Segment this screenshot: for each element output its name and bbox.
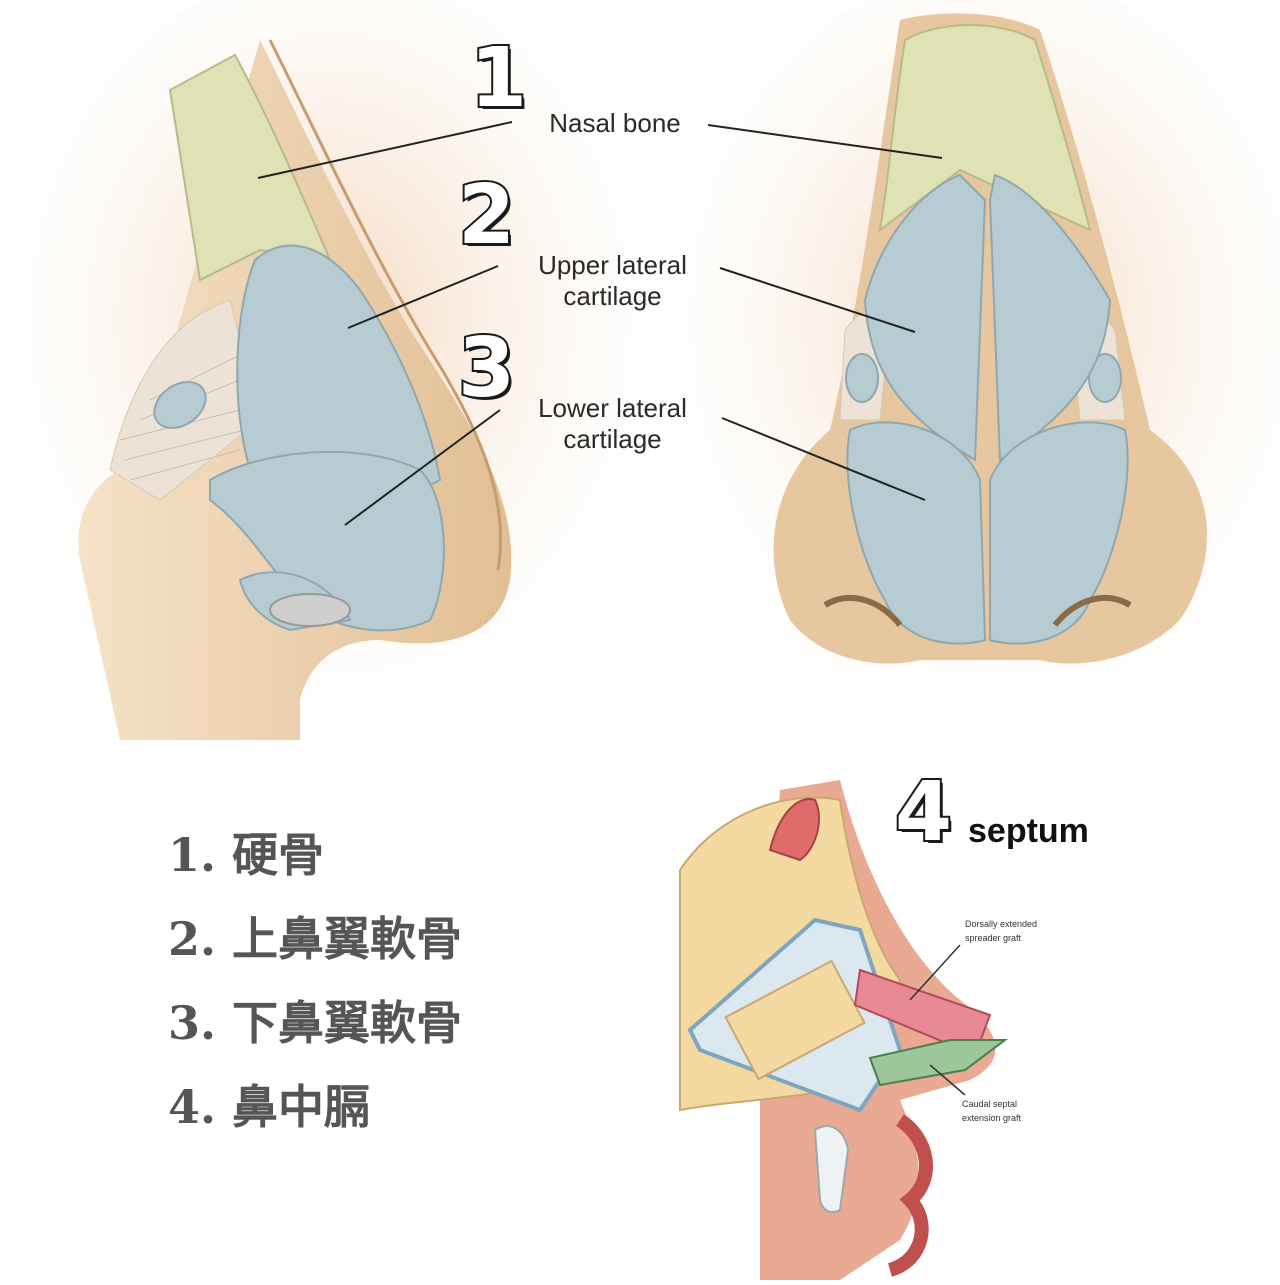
leader-upper-right bbox=[719, 267, 916, 333]
side-sesamoid bbox=[153, 381, 207, 429]
spreader-graft-label-line1: Dorsally extended bbox=[965, 919, 1038, 929]
frontal-sinus bbox=[768, 798, 820, 862]
front-sesamoid-left bbox=[845, 353, 879, 403]
side-skin-edge bbox=[268, 39, 503, 571]
number-4-badge: 4 bbox=[893, 765, 954, 860]
caudal-graft bbox=[868, 1039, 1008, 1087]
spreader-graft-label-line2: spreader graft bbox=[965, 932, 1022, 943]
front-lower-lateral-right bbox=[989, 421, 1129, 645]
number-1-badge: 1 bbox=[468, 31, 529, 126]
front-sesamoid-right bbox=[1088, 353, 1122, 403]
legend-list: 1. 硬骨 2. 上鼻翼軟骨 3. 下鼻翼軟骨 4. 鼻中膈 bbox=[168, 832, 462, 1168]
number-2-badge: 2 bbox=[456, 168, 517, 263]
lower-lateral-label: Lower lateral cartilage bbox=[505, 393, 720, 455]
nasal-bone-label: Nasal bone bbox=[549, 108, 681, 138]
legend-item-2: 2. 上鼻翼軟骨 bbox=[168, 912, 463, 966]
number-3-badge: 3 bbox=[456, 321, 517, 416]
septal-bone-plate bbox=[724, 959, 866, 1081]
legend-item-4: 4. 鼻中膈 bbox=[168, 1080, 371, 1134]
legend-item-3: 3. 下鼻翼軟骨 bbox=[168, 996, 463, 1050]
lower-lateral-label-line1: Lower lateral bbox=[538, 393, 687, 423]
side-nostril bbox=[269, 593, 351, 627]
spreader-graft-label: Dorsally extended spreader graft bbox=[965, 918, 1037, 945]
side-view-nose bbox=[78, 39, 512, 740]
leader-nasal-right bbox=[707, 124, 943, 159]
front-nostril-left bbox=[823, 594, 903, 627]
septum-title: septum bbox=[968, 812, 1089, 850]
upper-lateral-label-line1: Upper lateral bbox=[538, 250, 687, 280]
caudal-graft-label-line2: extension graft bbox=[962, 1112, 1022, 1123]
caudal-graft-label-line1: Caudal septal bbox=[962, 1099, 1018, 1109]
leader-spreader bbox=[909, 944, 961, 1001]
caudal-graft-label: Caudal septal extension graft bbox=[962, 1098, 1021, 1125]
septum-diagram bbox=[668, 780, 1080, 1280]
lower-lateral-label-line2: cartilage bbox=[563, 424, 662, 455]
lips bbox=[887, 1114, 933, 1277]
upper-lateral-label-line2: cartilage bbox=[563, 281, 662, 312]
leader-nasal-left bbox=[257, 121, 513, 179]
leader-lower-left bbox=[344, 409, 501, 526]
front-view-nose bbox=[773, 13, 1208, 664]
leader-lines bbox=[257, 121, 943, 526]
front-lower-lateral-left bbox=[846, 421, 987, 645]
leader-caudal bbox=[929, 1064, 966, 1096]
leader-lower-right bbox=[721, 417, 926, 501]
leader-upper-left bbox=[347, 265, 499, 329]
tooth bbox=[813, 1125, 850, 1213]
front-nostril-right bbox=[1052, 594, 1132, 627]
front-nasal-bone bbox=[878, 24, 1092, 233]
upper-lateral-label: Upper lateral cartilage bbox=[505, 250, 720, 312]
legend-item-1: 1. 硬骨 bbox=[168, 828, 325, 882]
